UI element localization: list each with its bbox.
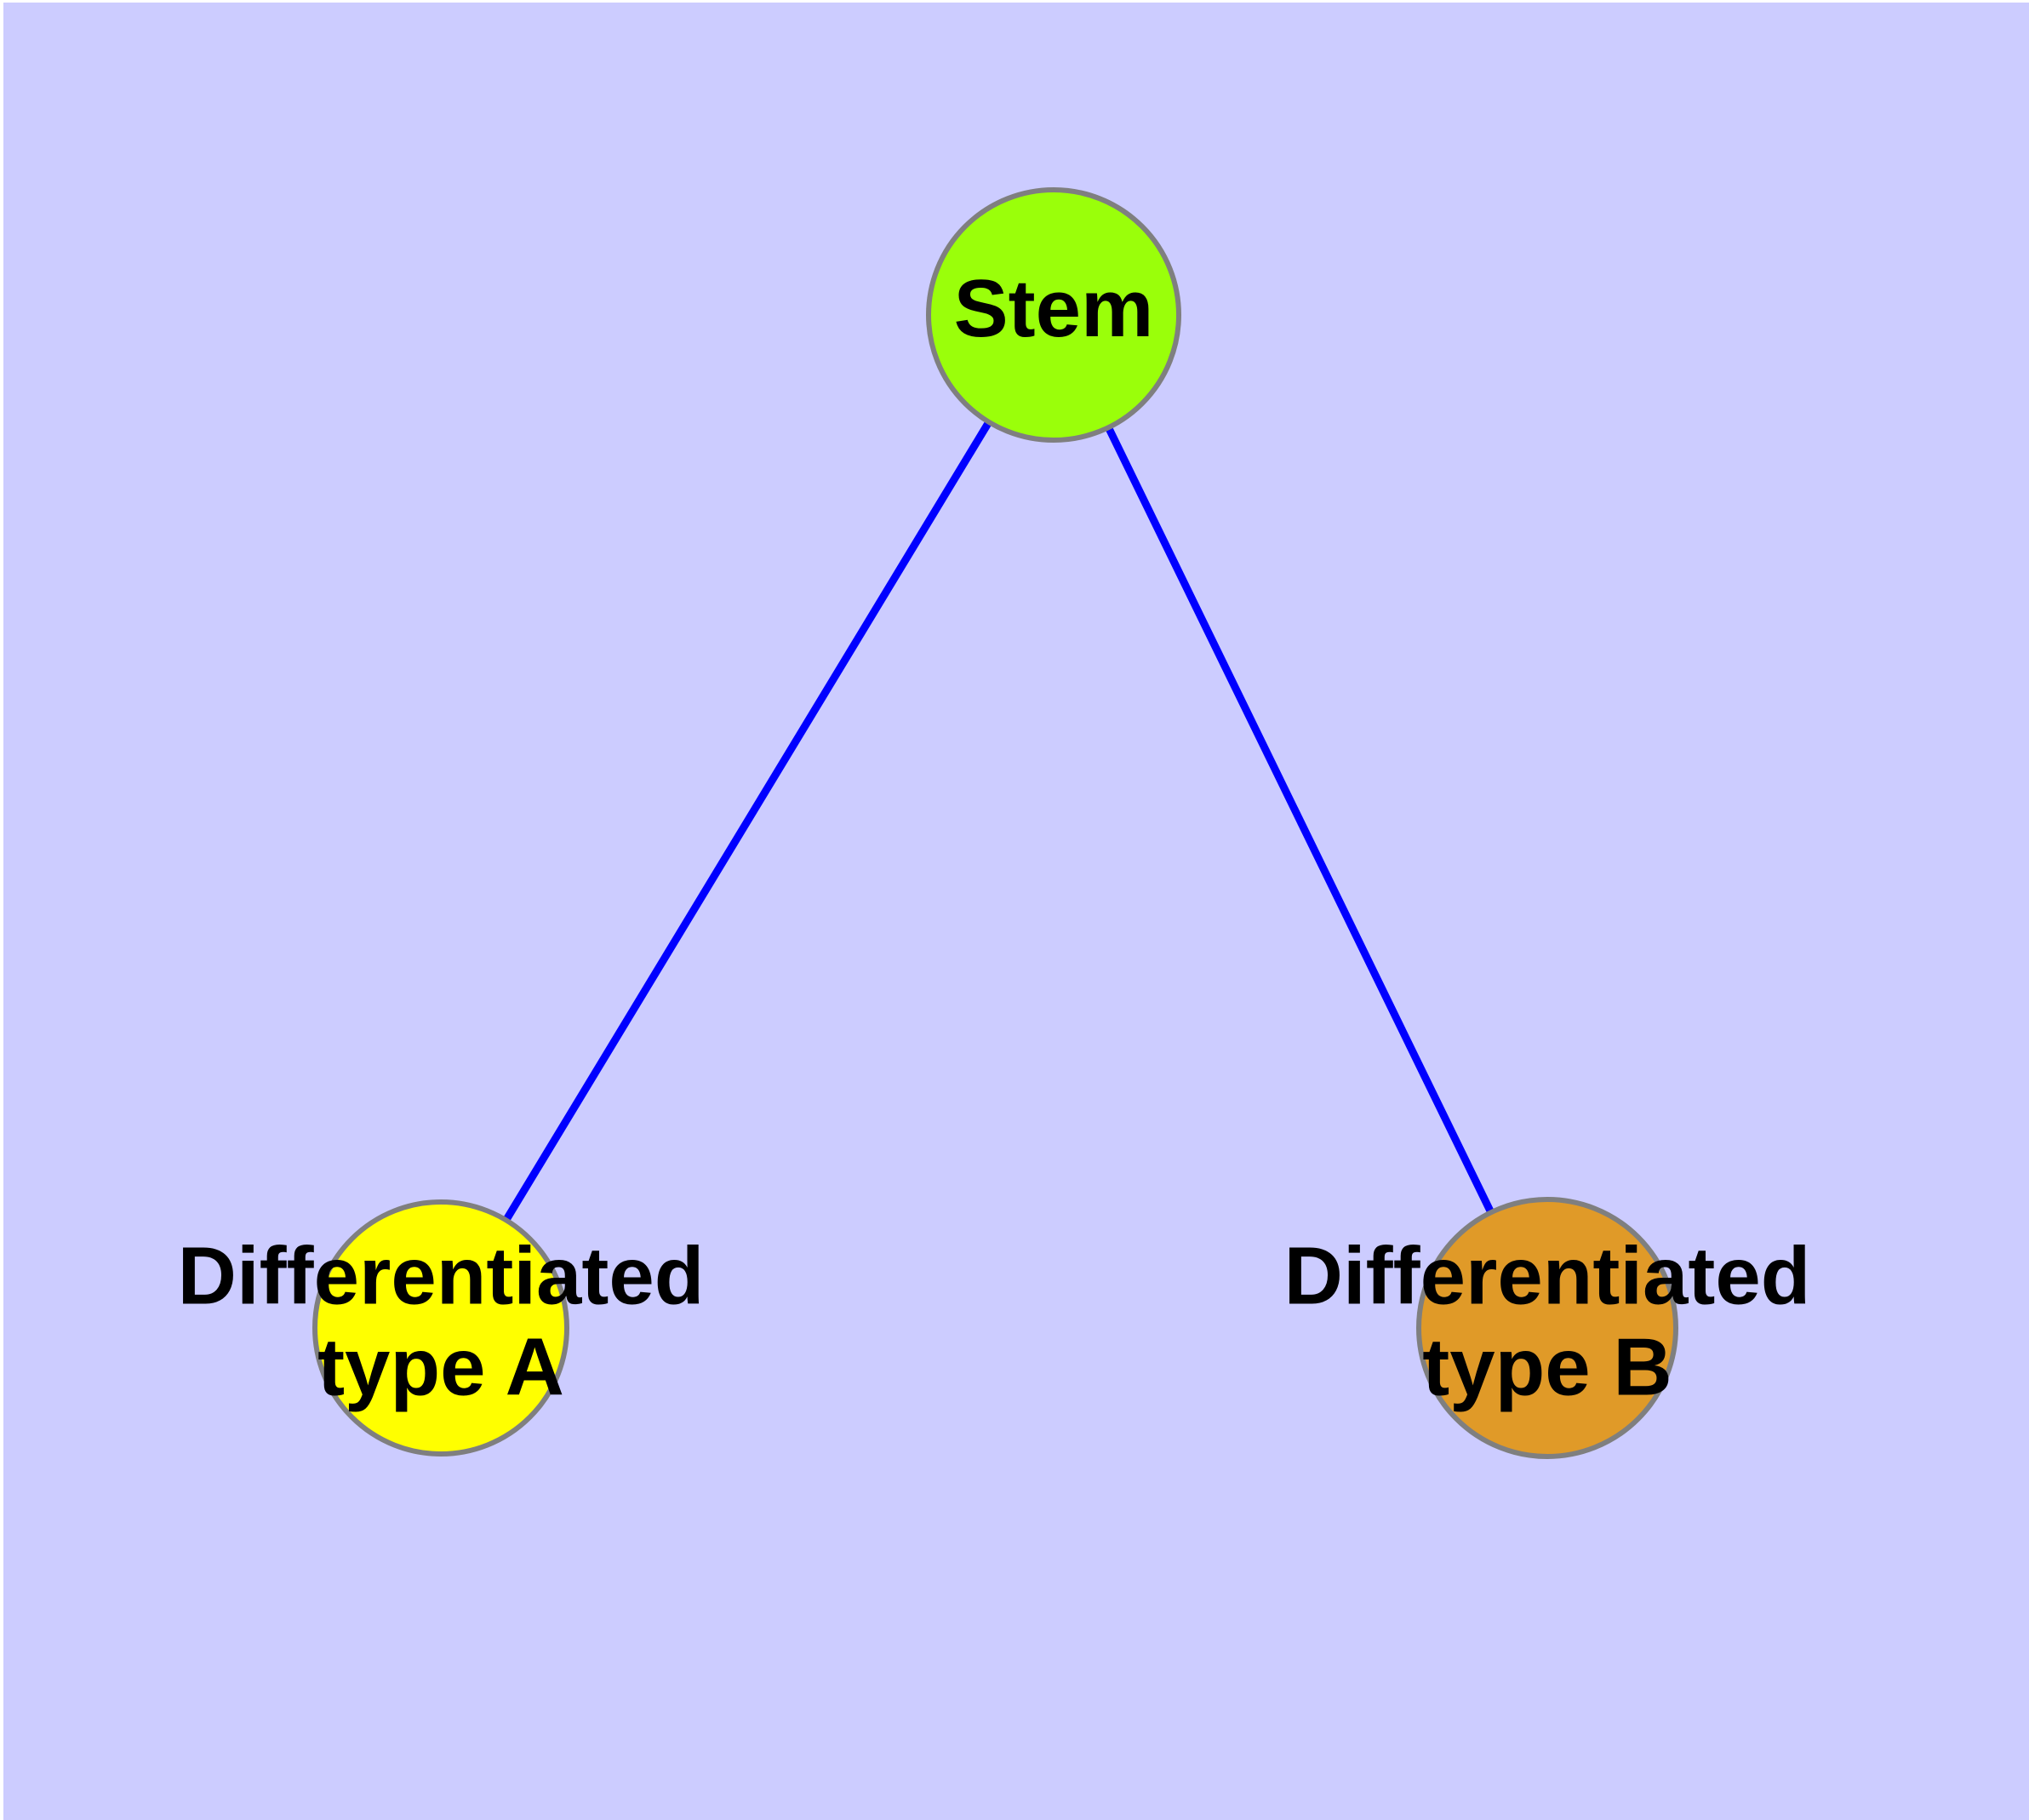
node-stem-label: Stem — [954, 263, 1154, 354]
node-layer — [312, 187, 1678, 1459]
node-label-line: type A — [317, 1322, 564, 1413]
node-differentiated-type-a[interactable] — [312, 1199, 569, 1457]
node-stem[interactable] — [926, 187, 1181, 443]
node-stem-circle[interactable] — [926, 187, 1181, 443]
node-label-line: type B — [1422, 1322, 1672, 1413]
node-differentiated-type-a-circle[interactable] — [312, 1199, 569, 1457]
edge-layer — [437, 312, 1552, 1331]
node-label-line: Stem — [954, 263, 1154, 354]
node-label-line: Differentiated — [1284, 1231, 1811, 1322]
edge-stem-to-differentiated-type-b[interactable] — [1049, 313, 1552, 1330]
node-label-line: Differentiated — [178, 1231, 705, 1322]
node-differentiated-type-b-circle[interactable] — [1416, 1197, 1678, 1459]
edge-stem-to-differentiated-type-a[interactable] — [437, 312, 1057, 1331]
node-differentiated-type-b[interactable] — [1416, 1197, 1678, 1459]
